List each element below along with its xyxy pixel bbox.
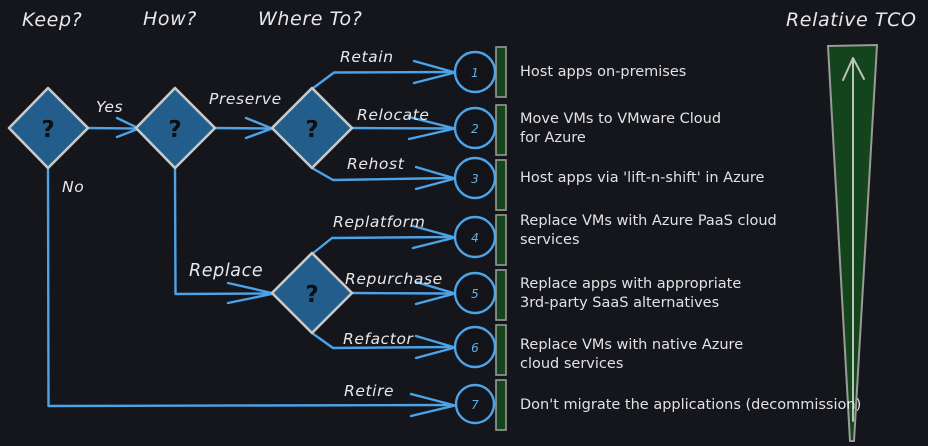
outcome-circle-2[interactable]: 2: [453, 106, 497, 150]
outcome-circles: 1 2 3 4 5 6 7: [453, 50, 497, 425]
connector-no: [46, 166, 453, 408]
connector-retain: [310, 70, 454, 91]
severity-bar-5: [495, 269, 507, 321]
outcome-circle-1-number: 1: [471, 66, 479, 80]
connector-repurchase: [350, 291, 454, 295]
edge-label-replatform: Replatform: [333, 213, 425, 231]
severity-bar-7: [495, 379, 507, 431]
outcome-circle-7[interactable]: 7: [454, 383, 496, 425]
outcome-circle-5[interactable]: 5: [453, 271, 497, 315]
column-heading-where: Where To?: [258, 8, 362, 30]
branch-label-replace: Replace: [189, 261, 263, 281]
outcome-circle-2-number: 2: [471, 122, 479, 136]
decision-how-label: ?: [168, 117, 181, 143]
decision-how[interactable]: ?: [134, 86, 217, 170]
severity-bar-6: [495, 324, 507, 376]
relative-tco-wedge: [826, 43, 879, 442]
outcome-circle-3-number: 3: [471, 172, 479, 186]
outcome-edge-labels: Retain Relocate Rehost Replatform Repurc…: [333, 48, 443, 400]
outcome-circle-6-number: 6: [471, 341, 479, 355]
branch-label-yes: Yes: [96, 98, 123, 116]
outcome-circle-6[interactable]: 6: [453, 325, 497, 369]
decision-preserve-label: ?: [305, 117, 318, 143]
edge-label-rehost: Rehost: [347, 155, 405, 173]
connector-relocate: [350, 126, 454, 130]
connector-replatform: [310, 235, 454, 256]
branch-labels: Yes No Preserve Replace: [62, 90, 282, 281]
column-headings: Keep? How? Where To? Relative TCO: [22, 8, 917, 31]
edge-label-refactor: Refactor: [343, 330, 415, 348]
tco-severity-bars: [495, 46, 507, 431]
column-heading-keep: Keep?: [22, 9, 82, 31]
decision-keep-label: ?: [41, 117, 54, 143]
severity-bar-4: [495, 214, 507, 266]
severity-bar-2: [495, 104, 507, 156]
outcome-circle-4-number: 4: [471, 231, 479, 245]
decision-preserve[interactable]: ?: [270, 86, 354, 170]
decision-keep[interactable]: ?: [7, 86, 90, 170]
outcome-description-3: Host apps via 'lift-n-shift' in Azure: [520, 170, 765, 186]
outcome-description-1: Host apps on-premises: [520, 64, 687, 80]
tco-up-arrow-head-icon: [842, 57, 865, 81]
connector-refactor: [310, 331, 454, 350]
outcome-circle-7-number: 7: [471, 398, 479, 412]
outcome-circle-1[interactable]: 1: [453, 50, 497, 94]
edge-label-retire: Retire: [344, 382, 394, 400]
outcome-description-6: Replace VMs with native Azure cloud serv…: [520, 337, 744, 373]
connector-rehost: [310, 166, 454, 182]
column-heading-how: How?: [143, 8, 197, 30]
decision-replace[interactable]: ?: [270, 251, 354, 335]
outcome-circle-5-number: 5: [471, 287, 479, 301]
severity-bar-1: [495, 46, 507, 98]
branch-label-no: No: [62, 178, 84, 196]
edge-label-retain: Retain: [340, 48, 394, 66]
outcome-circle-3[interactable]: 3: [453, 156, 497, 200]
outcome-description-5: Replace apps with appropriate 3rd-party …: [520, 276, 742, 312]
column-heading-tco: Relative TCO: [786, 9, 917, 31]
branch-label-preserve: Preserve: [209, 90, 282, 108]
decision-diamonds: ? ? ? ?: [7, 86, 354, 335]
outcome-description-4: Replace VMs with Azure PaaS cloud servic…: [520, 213, 777, 249]
edge-label-relocate: Relocate: [357, 106, 430, 124]
outcome-description-2: Move VMs to VMware Cloud for Azure: [520, 111, 722, 147]
connector-yes: [84, 126, 138, 130]
connector-lines: [46, 70, 454, 408]
severity-bar-3: [495, 159, 507, 211]
outcome-description-7: Don't migrate the applications (decommis…: [520, 397, 862, 413]
decision-replace-label: ?: [305, 282, 318, 308]
edge-label-repurchase: Repurchase: [345, 270, 443, 288]
connector-replace: [173, 166, 274, 296]
outcome-circle-4[interactable]: 4: [453, 215, 497, 259]
connector-preserve: [212, 126, 272, 130]
